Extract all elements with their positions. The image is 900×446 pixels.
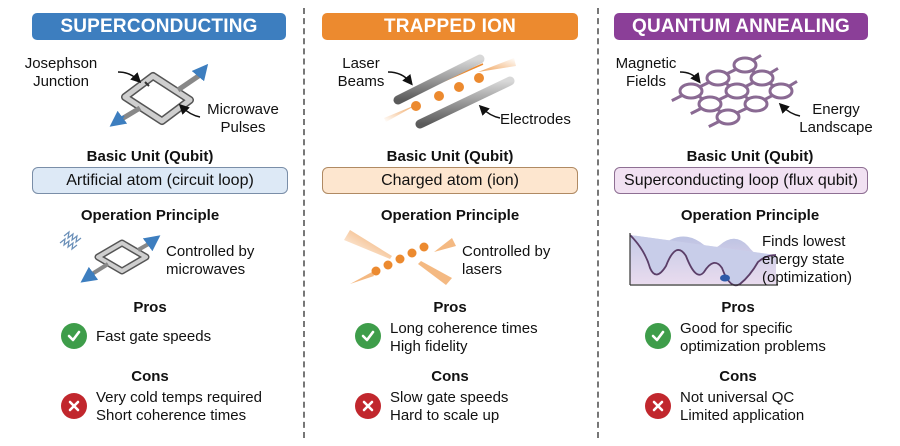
operation-heading: Operation Principle [680,207,820,224]
laser-control-illustration [344,230,456,285]
basic-unit-box: Charged atom (ion) [322,167,578,194]
qubit-lattice-illustration [671,54,801,128]
pros-list: Long coherence times High fidelity [390,320,538,356]
superconducting-loop-illustration [109,63,209,127]
qubit-loop [732,56,758,74]
qubit-loop [705,69,731,87]
cons-heading: Cons [131,368,169,385]
con-item: Slow gate speeds [390,389,509,406]
x-circle-icon [61,393,87,419]
cons-heading: Cons [719,368,757,385]
pros-heading: Pros [133,299,167,316]
callout-arrow [778,102,801,117]
basic-unit-box: Artificial atom (circuit loop) [32,167,288,194]
column-title: QUANTUM ANNEALING [614,13,868,40]
qubit-loop [743,95,769,113]
column-title: SUPERCONDUCTING [32,13,286,40]
pro-item: Good for specific [680,320,793,337]
circuit-loop [109,63,209,127]
energy-landscape-illustration [629,233,778,287]
qubit-loop [678,82,704,100]
con-item: Limited application [680,407,805,424]
x-circle-icon [355,393,381,419]
con-item: Hard to scale up [390,407,500,424]
pros-list: Good for specific optimization problems [680,320,826,356]
qubit-loop [749,69,775,87]
con-item: Very cold temps required [96,389,262,406]
pro-item: Fast gate speeds [96,328,212,345]
con-item: Not universal QC [680,389,795,406]
pro-item: High fidelity [390,338,468,355]
operation-heading: Operation Principle [80,207,220,224]
basic-unit-box: Superconducting loop (flux qubit) [614,167,868,194]
pro-item: Long coherence times [390,320,538,337]
check-circle-icon [645,323,671,349]
pros-list: Fast gate speeds [96,328,211,346]
x-circle-icon [645,393,671,419]
pros-heading: Pros [721,299,755,316]
qubit-loop [768,82,794,100]
microwave-control-illustration [59,230,161,283]
check-circle-icon [61,323,87,349]
ion-trap-illustration [384,54,516,129]
qubit-loop [697,95,723,113]
cons-list: Very cold temps required Short coherence… [96,389,262,425]
qubit-loop [724,82,750,100]
cons-list: Slow gate speeds Hard to scale up [390,389,508,425]
con-item: Short coherence times [96,407,247,424]
check-circle-icon [355,323,381,349]
basic-unit-heading: Basic Unit (Qubit) [686,148,814,165]
cons-heading: Cons [431,368,469,385]
column-divider [597,8,599,438]
qubit-loop [715,108,741,126]
operation-heading: Operation Principle [380,207,520,224]
basic-unit-heading: Basic Unit (Qubit) [86,148,214,165]
callout-arrow [679,71,701,84]
column-title: TRAPPED ION [322,13,578,40]
column-divider [303,8,305,438]
label-electrodes: Electrodes [500,111,571,128]
pro-item: optimization problems [680,338,826,355]
basic-unit-heading: Basic Unit (Qubit) [386,148,514,165]
cons-list: Not universal QC Limited application [680,389,804,425]
pros-heading: Pros [433,299,467,316]
